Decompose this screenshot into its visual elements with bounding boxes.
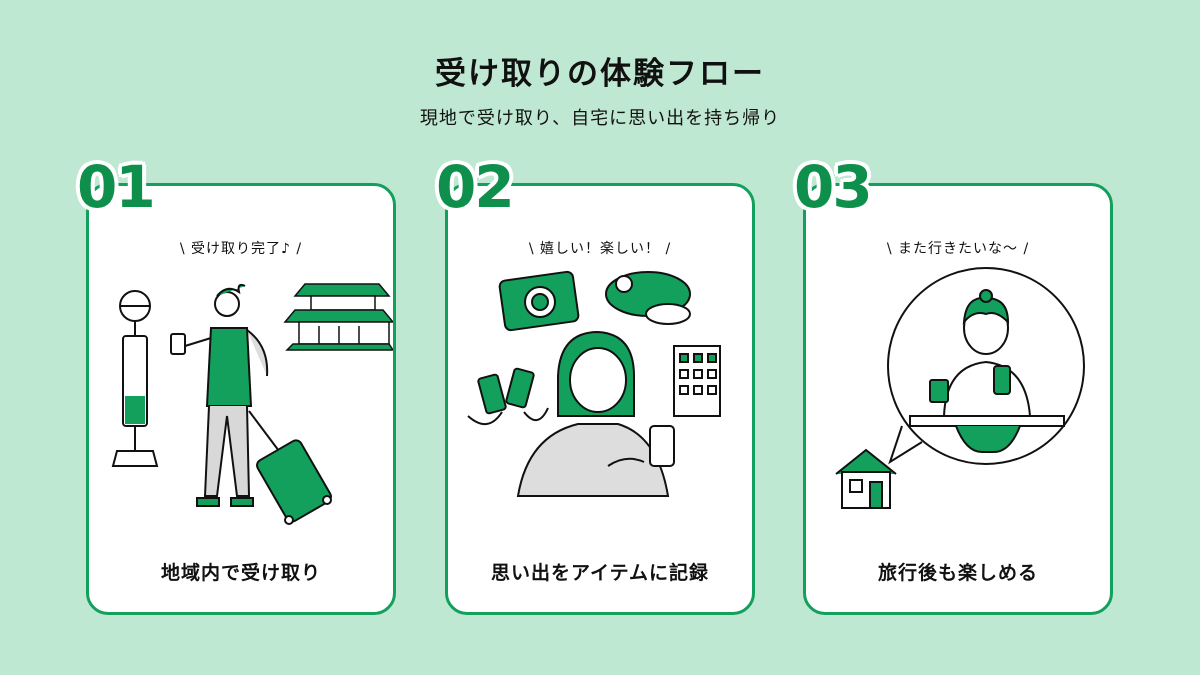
page-title: 受け取りの体験フロー: [435, 56, 765, 92]
house-icon: [835, 448, 897, 509]
hotel-building-icon: [673, 345, 721, 417]
bus-stop-icon: [111, 290, 159, 467]
camera-icon: [498, 270, 580, 332]
page-subtitle: 現地で受け取り、自宅に思い出を持ち帰り: [419, 108, 781, 129]
person-with-drink-icon: [909, 289, 1065, 453]
step-number: 02: [436, 153, 515, 221]
step-card-3: 03 \ また行きたいな〜 / 旅行後も楽しめる: [794, 158, 1113, 615]
memories-illustration: [467, 270, 721, 497]
woman-with-phone-icon: [516, 330, 675, 497]
step-label: 旅行後も楽しめる: [877, 562, 1038, 584]
home-illustration: [835, 267, 1085, 509]
step-number: 03: [794, 153, 873, 221]
step-quote: \ また行きたいな〜 /: [886, 241, 1030, 257]
step-card-1: 01 \ 受け取り完了♪ /: [77, 158, 396, 615]
step-quote: \ 嬉しい！楽しい！ /: [528, 241, 672, 257]
traveler-illustration: [111, 283, 393, 525]
temple-icon: [283, 283, 393, 351]
cheers-glasses-icon: [467, 367, 549, 425]
step-card-2: 02 \ 嬉しい！楽しい！ /: [436, 158, 755, 615]
suitcase-icon: [248, 410, 332, 525]
traveler-person-icon: [170, 283, 269, 507]
step-label: 地域内で受け取り: [160, 562, 321, 584]
step-label: 思い出をアイテムに記録: [490, 562, 710, 584]
step-number: 01: [77, 153, 156, 221]
frog-figure-icon: [605, 271, 691, 325]
step-quote: \ 受け取り完了♪ /: [179, 241, 303, 257]
